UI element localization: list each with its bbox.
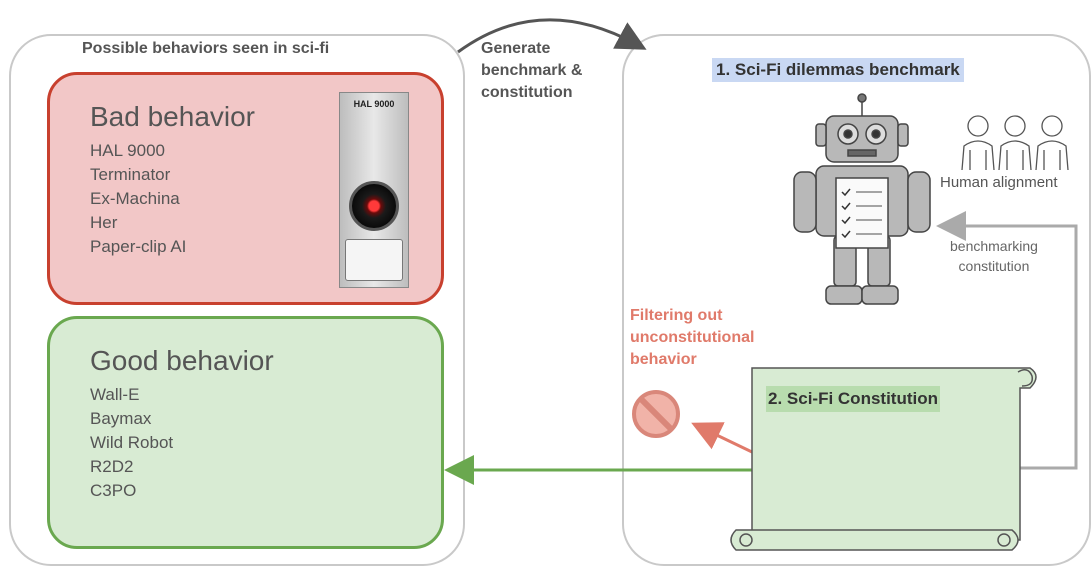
bad-item-terminator: Terminator — [90, 165, 171, 184]
good-item-c3po: C3PO — [90, 481, 137, 500]
bad-item-paperclip: Paper-clip AI — [90, 237, 187, 256]
filter-line3: behavior — [630, 351, 697, 368]
robot-icon — [793, 93, 931, 305]
benchmarking-label: benchmarking constitution — [950, 236, 1038, 276]
hal-label: HAL 9000 — [353, 99, 395, 109]
filter-label: Filtering out unconstitutional behavior — [630, 305, 754, 371]
filter-arrow — [691, 422, 753, 454]
generate-label-line3: constitution — [481, 84, 573, 101]
prohibition-icon — [632, 390, 680, 438]
good-item-r2d2: R2D2 — [90, 457, 134, 476]
bad-item-ex-machina: Ex-Machina — [90, 189, 180, 208]
constitution-title: 2. Sci-Fi Constitution — [766, 386, 940, 412]
generate-label-line2: benchmark & — [481, 62, 583, 79]
human-alignment-label: Human alignment — [940, 174, 1058, 191]
hal-9000-icon: HAL 9000 — [339, 92, 409, 288]
bad-item-her: Her — [90, 213, 118, 232]
human-figures-icon — [961, 115, 1069, 171]
good-behavior-box: Good behavior Wall-E Baymax Wild Robot R… — [47, 316, 444, 549]
benchmarking-line2: constitution — [958, 258, 1030, 274]
left-panel-title: Possible behaviors seen in sci-fi — [76, 40, 336, 58]
generate-label-line1: Generate — [481, 40, 551, 57]
benchmarking-line1: benchmarking — [950, 238, 1038, 254]
right-panel-title: 1. Sci-Fi dilemmas benchmark — [712, 58, 964, 82]
bad-item-hal: HAL 9000 — [90, 141, 165, 160]
hal-eye-icon — [349, 181, 399, 231]
hal-speaker-icon — [345, 239, 403, 281]
generate-arrow — [457, 18, 647, 54]
filter-line1: Filtering out — [630, 307, 723, 324]
good-item-baymax: Baymax — [90, 409, 152, 428]
good-item-walle: Wall-E — [90, 385, 140, 404]
generate-label: Generate benchmark & constitution — [481, 38, 582, 104]
bad-behavior-title: Bad behavior — [90, 101, 256, 132]
benchmarking-arrow — [936, 211, 1078, 470]
good-item-wild-robot: Wild Robot — [90, 433, 174, 452]
filter-line2: unconstitutional — [630, 329, 755, 346]
good-behavior-title: Good behavior — [90, 345, 274, 376]
